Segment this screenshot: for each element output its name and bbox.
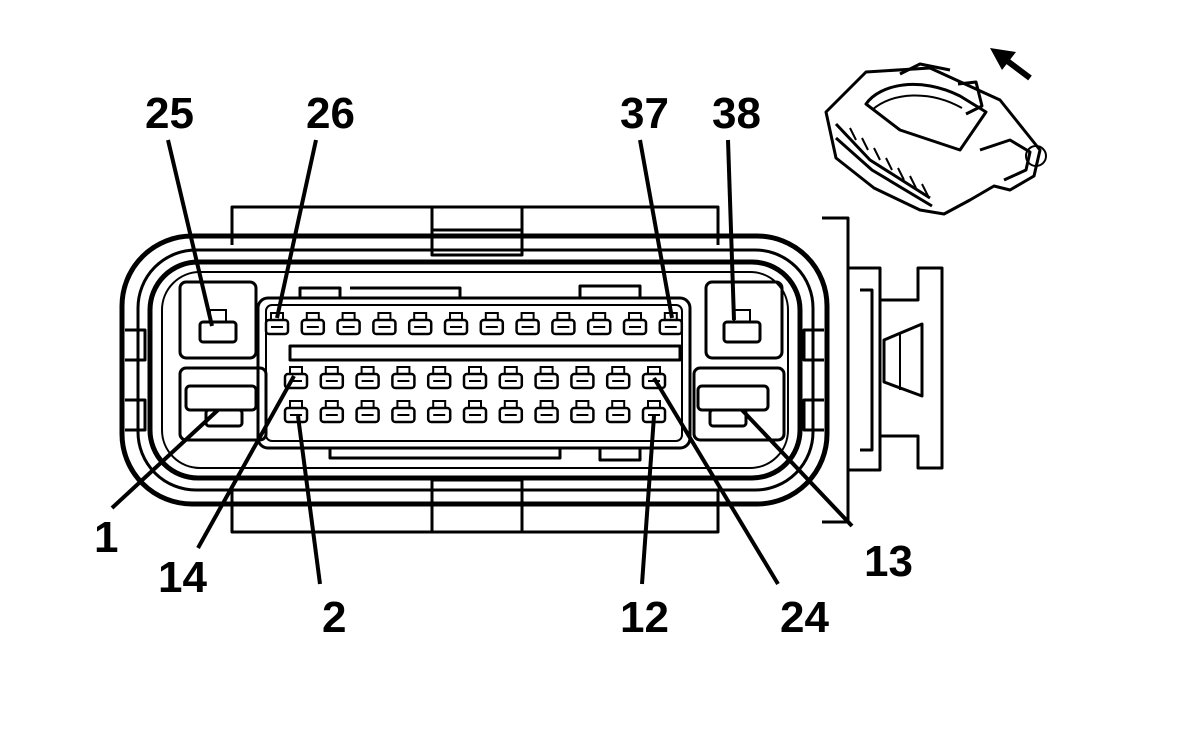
terminal-15	[319, 366, 345, 390]
leader-14	[196, 375, 296, 549]
terminal-row-26-37	[264, 312, 684, 336]
leader-1	[110, 408, 220, 510]
terminal-10	[570, 400, 595, 424]
pin-label-14: 14	[158, 553, 207, 602]
leader-13	[740, 408, 854, 528]
terminal-5	[391, 400, 416, 424]
terminal-row-2-12	[283, 400, 667, 424]
terminal-32	[479, 312, 505, 336]
leader-2	[296, 415, 322, 585]
terminal-8	[498, 400, 524, 424]
pin-label-37: 37	[620, 89, 669, 138]
terminal-31	[443, 312, 469, 336]
pin-label-26: 26	[306, 89, 355, 138]
terminal-18	[426, 366, 452, 390]
pin-label-1: 1	[94, 513, 118, 562]
terminal-38	[722, 309, 762, 344]
terminal-22	[570, 366, 595, 390]
terminal-19	[462, 366, 488, 390]
leader-37	[638, 139, 674, 319]
terminal-36	[622, 312, 648, 336]
terminal-9	[534, 400, 559, 424]
pin-label-13: 13	[864, 537, 913, 586]
terminal-16	[355, 366, 380, 390]
terminal-2	[283, 400, 309, 424]
terminal-4	[355, 400, 380, 424]
terminal-24	[641, 366, 667, 390]
leader-26	[275, 139, 318, 319]
terminal-29	[372, 312, 397, 336]
leader-lines	[110, 139, 854, 586]
terminal-23	[605, 366, 631, 390]
pin-label-2: 2	[322, 593, 346, 642]
terminal-27	[300, 312, 326, 336]
pin-label-38: 38	[712, 89, 761, 138]
terminal-28	[336, 312, 361, 336]
terminal-17	[391, 366, 416, 390]
terminal-row-14-24	[283, 366, 667, 390]
terminal-35	[586, 312, 612, 336]
terminal-30	[407, 312, 433, 336]
terminal-25	[198, 309, 238, 344]
arrow-icon	[990, 48, 1032, 81]
terminal-20	[498, 366, 524, 390]
terminal-12	[641, 400, 667, 424]
terminal-7	[462, 400, 488, 424]
pin-label-25: 25	[145, 89, 194, 138]
terminal-3	[319, 400, 345, 424]
leader-24	[652, 376, 780, 586]
terminal-33	[515, 312, 540, 336]
leader-38	[726, 139, 736, 321]
leader-25	[166, 139, 214, 327]
connector-body	[119, 205, 944, 534]
pin-label-12: 12	[620, 593, 669, 642]
leader-12	[640, 415, 656, 585]
terminal-11	[605, 400, 631, 424]
terminal-34	[551, 312, 576, 336]
terminal-21	[534, 366, 559, 390]
pin-label-24: 24	[780, 593, 829, 642]
connector-3d-icon	[824, 62, 1047, 216]
terminal-6	[426, 400, 452, 424]
terminal-13	[708, 408, 748, 428]
pin-labels: 25 26 37 38 1 14 2 12 24 13	[94, 89, 913, 642]
